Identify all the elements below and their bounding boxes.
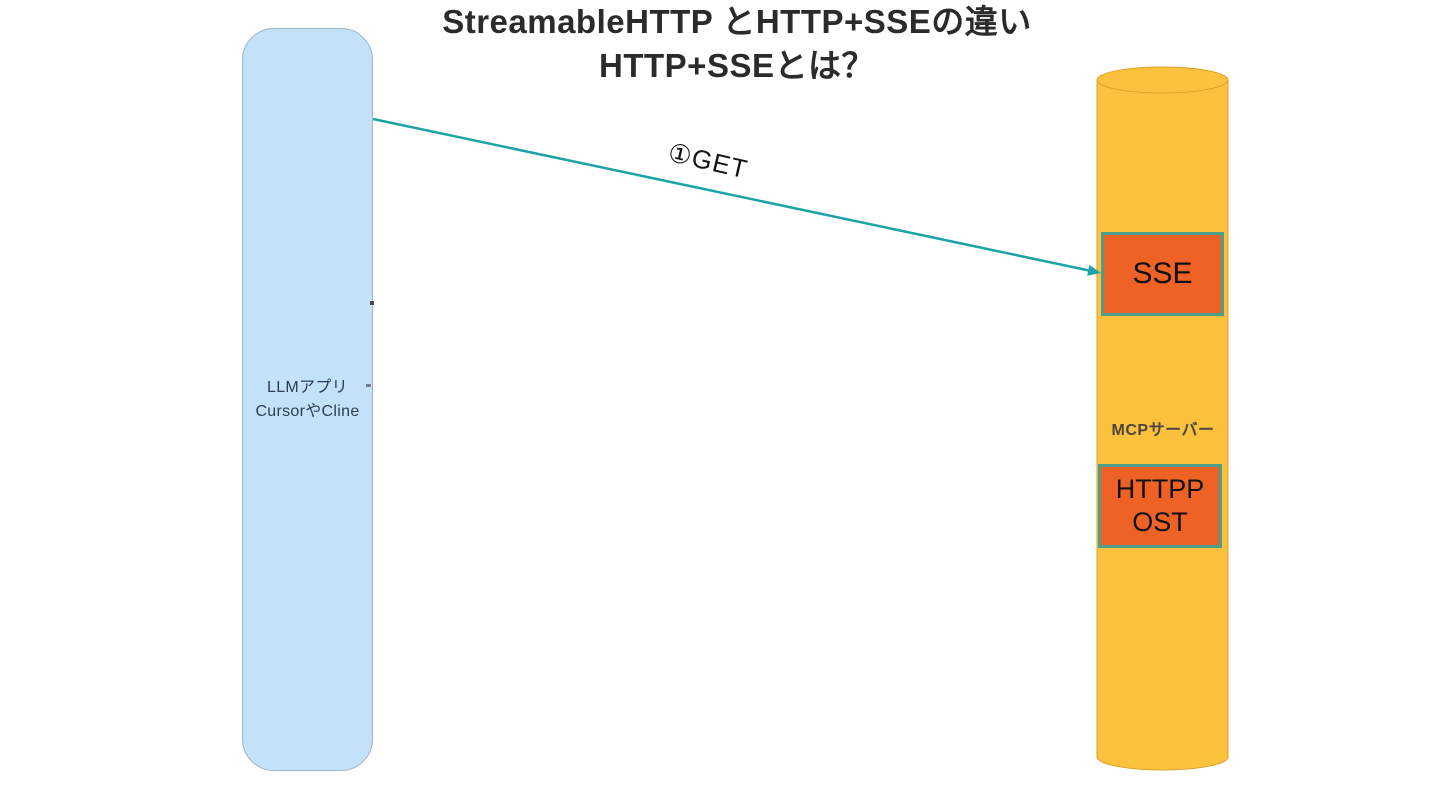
llm-client-box: LLMアプリ CursorやCline [242, 28, 373, 771]
client-label-line1: LLMアプリ [267, 378, 348, 396]
httppost-endpoint-box: HTTPP OST [1098, 464, 1222, 548]
llm-client-label: LLMアプリ CursorやCline [255, 376, 359, 424]
sse-endpoint-label: SSE [1132, 257, 1193, 290]
get-arrow-head [1087, 264, 1101, 276]
client-label-line2: CursorやCline [255, 402, 360, 420]
stray-mark [370, 301, 374, 305]
httppost-endpoint-label-line2: OST [1132, 507, 1188, 537]
httppost-endpoint-label-line1: HTTPP [1115, 474, 1205, 504]
diagram-title: StreamableHTTP とHTTP+SSEの違い HTTP+SSEとは？ [442, 0, 1032, 88]
get-arrow-line [372, 117, 1090, 272]
title-line-1: StreamableHTTP とHTTP+SSEの違い [442, 3, 1032, 40]
mcp-server-label: MCPサーバー [1111, 422, 1215, 439]
stray-mark [366, 384, 371, 387]
mcp-server-cylinder-top [1096, 66, 1229, 94]
title-line-2: HTTP+SSEとは？ [599, 47, 875, 84]
sse-endpoint-box: SSE [1101, 232, 1224, 316]
